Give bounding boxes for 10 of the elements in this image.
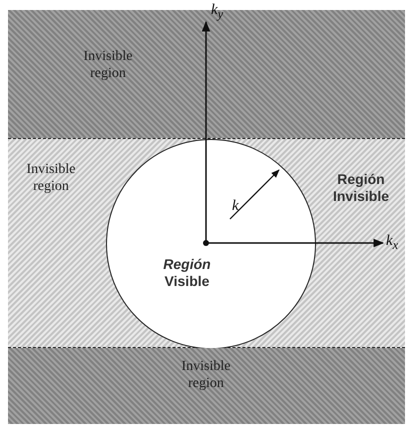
region-label: Invisible region <box>180 358 232 392</box>
visible-circle <box>106 139 316 349</box>
region-band <box>8 348 405 424</box>
region-label: Invisible region <box>82 48 134 82</box>
region-label: Región Visible <box>162 256 212 290</box>
region-label: Región Invisible <box>332 171 390 205</box>
axis-label: k$_{x}$ <box>386 233 398 253</box>
region-label: Invisible region <box>26 161 76 195</box>
region-band <box>8 138 405 348</box>
axis-label: k <box>232 198 239 215</box>
